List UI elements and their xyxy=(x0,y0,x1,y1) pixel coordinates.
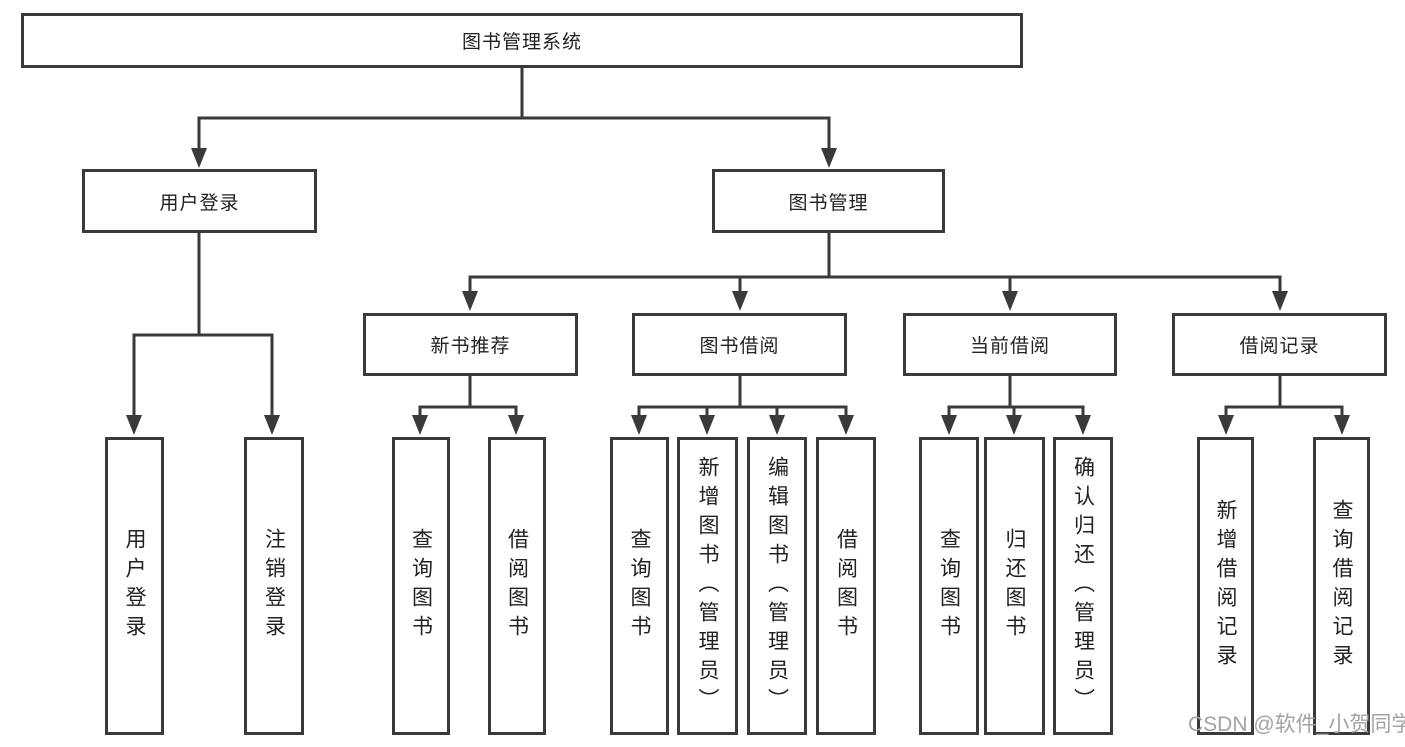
leaf-current-query-books: 查询图书 xyxy=(919,437,979,735)
leaf-edit-books-admin: 编辑图书（管理员） xyxy=(747,437,807,735)
node-borrow-records: 借阅记录 xyxy=(1172,313,1387,376)
connector-book-management xyxy=(468,231,1282,295)
arrow-icon xyxy=(838,415,854,435)
leaf-recommend-borrow-books-label: 借阅图书 xyxy=(505,528,529,644)
connector-book-borrow xyxy=(637,374,848,419)
leaf-recommend-borrow-books: 借阅图书 xyxy=(488,437,546,735)
arrow-icon xyxy=(1334,415,1350,435)
connector-borrow-records xyxy=(1224,374,1344,419)
connector-current-borrow xyxy=(947,374,1085,419)
connector-new-book-recommend xyxy=(418,374,518,419)
arrow-icon xyxy=(1272,291,1288,311)
leaf-confirm-return-admin-label: 确认归还（管理员） xyxy=(1071,455,1095,717)
leaf-add-books-admin-label: 新增图书（管理员） xyxy=(696,455,720,717)
arrow-icon xyxy=(821,148,837,168)
arrowheads xyxy=(126,148,1350,435)
arrow-icon xyxy=(1218,415,1234,435)
leaf-add-books-admin: 新增图书（管理员） xyxy=(677,437,738,735)
arrow-icon xyxy=(1002,291,1018,311)
node-current-borrow-label: 当前借阅 xyxy=(969,336,1050,357)
leaf-recommend-query-books: 查询图书 xyxy=(392,437,450,735)
arrow-icon xyxy=(462,291,478,311)
leaf-return-books-label: 归还图书 xyxy=(1003,528,1027,644)
node-book-management-label: 图书管理 xyxy=(788,192,869,214)
leaf-logout-login: 注销登录 xyxy=(244,437,304,735)
leaf-recommend-query-books-label: 查询图书 xyxy=(409,528,433,644)
node-root: 图书管理系统 xyxy=(21,13,1023,68)
arrow-icon xyxy=(732,291,748,311)
node-user-login-label: 用户登录 xyxy=(159,192,240,214)
arrow-icon xyxy=(941,415,957,435)
leaf-add-borrow-record-label: 新增借阅记录 xyxy=(1214,499,1238,673)
arrow-icon xyxy=(769,415,785,435)
csdn-watermark: CSDN @软件_小贺同学 xyxy=(1188,713,1405,736)
leaf-query-borrow-record-label: 查询借阅记录 xyxy=(1330,499,1354,673)
leaf-logout-login-label: 注销登录 xyxy=(262,528,286,644)
leaf-confirm-return-admin: 确认归还（管理员） xyxy=(1053,437,1113,735)
arrow-icon xyxy=(126,415,142,435)
arrow-icon xyxy=(412,415,428,435)
leaf-borrow-query-books: 查询图书 xyxy=(610,437,669,735)
leaf-query-borrow-record: 查询借阅记录 xyxy=(1313,437,1370,735)
node-current-borrow: 当前借阅 xyxy=(903,313,1117,376)
leaf-user-login-label: 用户登录 xyxy=(123,528,147,644)
leaf-add-borrow-record: 新增借阅记录 xyxy=(1197,437,1254,735)
leaf-borrow-books-label: 借阅图书 xyxy=(834,528,858,644)
arrow-icon xyxy=(699,415,715,435)
node-new-book-recommend: 新书推荐 xyxy=(363,313,578,376)
leaf-current-query-books-label: 查询图书 xyxy=(937,528,961,644)
leaf-edit-books-admin-label: 编辑图书（管理员） xyxy=(765,455,789,717)
node-new-book-recommend-label: 新书推荐 xyxy=(430,336,511,357)
leaf-borrow-query-books-label: 查询图书 xyxy=(628,528,652,644)
leaf-borrow-books: 借阅图书 xyxy=(816,437,876,735)
arrow-icon xyxy=(264,415,280,435)
arrow-icon xyxy=(1006,415,1022,435)
node-book-borrow-label: 图书借阅 xyxy=(699,336,780,357)
node-root-label: 图书管理系统 xyxy=(461,32,582,53)
connector-user-login xyxy=(132,231,274,419)
arrow-icon xyxy=(1075,415,1091,435)
leaf-user-login: 用户登录 xyxy=(105,437,164,735)
node-user-login: 用户登录 xyxy=(82,169,317,233)
node-borrow-records-label: 借阅记录 xyxy=(1239,336,1320,357)
leaf-return-books: 归还图书 xyxy=(984,437,1045,735)
node-book-management: 图书管理 xyxy=(712,169,945,233)
arrow-icon xyxy=(508,415,524,435)
connector-root xyxy=(197,66,831,152)
arrow-icon xyxy=(631,415,647,435)
arrow-icon xyxy=(191,148,207,168)
node-book-borrow: 图书借阅 xyxy=(632,313,847,376)
